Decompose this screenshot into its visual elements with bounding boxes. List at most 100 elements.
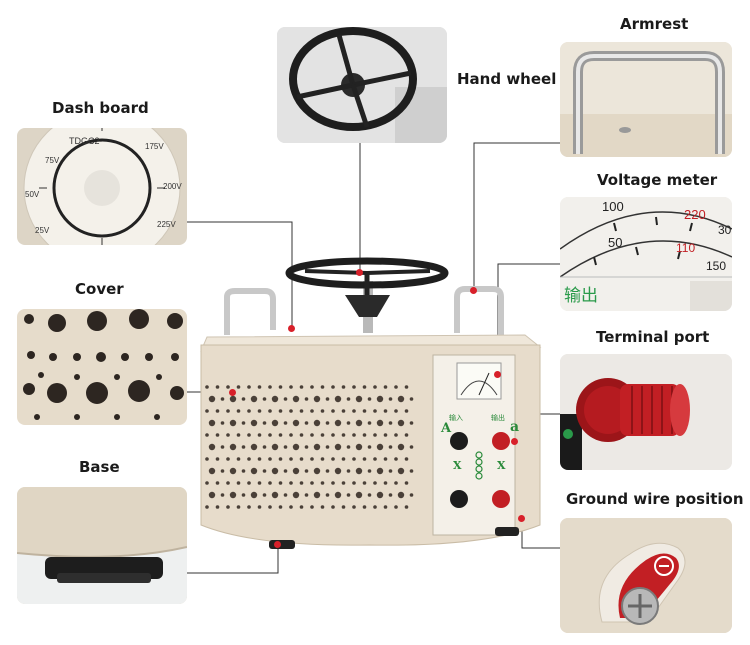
vent-hole: [334, 491, 342, 499]
vent-hole: [236, 409, 241, 413]
vent-hole: [208, 443, 216, 451]
vent-hole: [205, 433, 209, 437]
vent-hole: [236, 505, 241, 509]
vent-hole: [257, 457, 262, 461]
handle-left: [224, 288, 276, 335]
vent-hole: [241, 469, 246, 473]
vent-hole: [331, 505, 335, 509]
voltage-regulator-device: 输入 输出 A a X X: [195, 255, 550, 550]
vent-hole: [229, 443, 237, 451]
dial-75v: 75V: [45, 156, 60, 165]
vent-hole: [325, 469, 330, 473]
vent-hole: [409, 469, 414, 473]
armrest-line: [473, 142, 560, 290]
vent-hole: [262, 445, 267, 449]
vent-hole: [299, 385, 304, 389]
vent-hole: [268, 481, 272, 485]
vent-hole: [397, 443, 405, 451]
vent-hole: [341, 505, 346, 509]
panel-terminal-port: [560, 354, 732, 470]
vent-hole: [373, 481, 377, 485]
label-hand-wheel: Hand wheel: [457, 70, 557, 88]
marker-armrest: [470, 287, 477, 294]
vent-hole: [247, 457, 251, 461]
vent-hole: [229, 395, 237, 403]
terminal-label-output: 输出: [491, 415, 505, 422]
vent-hole: [325, 493, 330, 497]
vent-hole: [388, 445, 393, 449]
vent-hole: [250, 419, 258, 427]
vent-hole: [299, 457, 304, 461]
vent-hole: [278, 457, 283, 461]
vent-hole: [373, 457, 377, 461]
vent-hole: [289, 409, 293, 413]
vent-hole: [355, 467, 363, 475]
dial-model-text: TDGC2-: [69, 136, 103, 146]
meter-output-text: 输出: [564, 286, 598, 305]
vent-hole: [404, 433, 409, 437]
vent-hole: [229, 419, 237, 427]
vent-hole: [376, 491, 384, 499]
vent-hole: [292, 491, 300, 499]
vent-hole: [409, 397, 414, 401]
vent-hole: [268, 409, 272, 413]
vent-hole: [331, 409, 335, 413]
vent-hole: [376, 467, 384, 475]
vent-hole: [383, 409, 388, 413]
meter-150: 150: [706, 259, 727, 273]
vent-hole: [325, 445, 330, 449]
terminal-label-input: 输入: [449, 415, 463, 422]
panel-dash-board: TDGC2- 75V 175V 200V 225V 25V 50V: [17, 128, 187, 245]
vent-hole: [346, 493, 351, 497]
base-line: [187, 545, 279, 574]
foot-right: [495, 527, 519, 536]
vent-hole: [383, 481, 388, 485]
vent-hole: [320, 433, 325, 437]
vent-hole: [257, 409, 262, 413]
vent-hole: [304, 493, 309, 497]
vent-hole: [404, 409, 409, 413]
meter-220: 220: [684, 207, 706, 222]
vent-hole: [226, 481, 230, 485]
vent-hole: [278, 385, 283, 389]
vent-hole: [283, 445, 288, 449]
vent-hole: [220, 421, 225, 425]
vent-hole: [304, 469, 309, 473]
vent-hole: [331, 481, 335, 485]
label-ground-wire-position: Ground wire position: [566, 490, 744, 508]
vent-hole: [292, 395, 300, 403]
vent-hole: [404, 481, 409, 485]
vent-hole: [289, 385, 293, 389]
vent-hole: [313, 443, 321, 451]
vent-hole: [236, 457, 241, 461]
vent-hole: [299, 409, 304, 413]
terminal-label-a: a: [510, 419, 520, 435]
vent-hole: [383, 433, 388, 437]
vent-hole: [262, 397, 267, 401]
vent-hole: [250, 467, 258, 475]
vent-hole: [310, 433, 314, 437]
vent-hole: [355, 491, 363, 499]
vent-hole: [373, 433, 377, 437]
vent-hole: [268, 385, 272, 389]
vent-hole: [320, 409, 325, 413]
vent-hole: [394, 433, 398, 437]
vent-hole: [397, 467, 405, 475]
vent-hole: [355, 443, 363, 451]
vent-hole: [404, 457, 409, 461]
vent-hole: [268, 505, 272, 509]
vent-hole: [289, 505, 293, 509]
hand-wheel[interactable]: [285, 255, 450, 335]
vent-hole: [362, 409, 367, 413]
vent-hole: [383, 457, 388, 461]
vent-hole: [325, 421, 330, 425]
vent-hole: [215, 409, 220, 413]
vent-hole: [205, 385, 209, 389]
marker-ground-wire: [518, 515, 525, 522]
panel-cover: [17, 309, 187, 425]
vent-hole: [383, 385, 388, 389]
vent-hole: [376, 419, 384, 427]
vent-hole: [229, 467, 237, 475]
vent-hole: [367, 397, 372, 401]
handle-right: [454, 286, 504, 335]
